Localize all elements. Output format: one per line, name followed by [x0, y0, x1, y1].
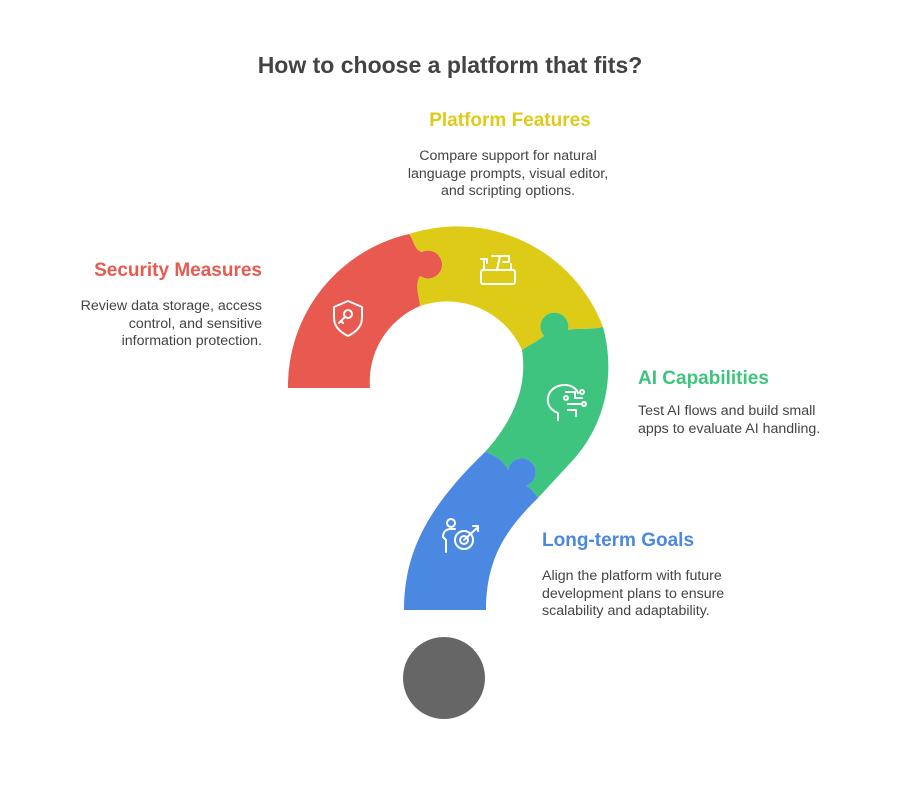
ai-heading: AI Capabilities — [638, 368, 769, 389]
security-heading: Security Measures — [94, 260, 262, 281]
security-piece — [287, 234, 443, 388]
person-target-icon — [442, 518, 479, 553]
features-desc-line: and scripting options. — [440, 183, 576, 199]
ai-head-icon — [546, 384, 587, 421]
goals-desc-line: Align the platform with future — [542, 568, 722, 584]
security-description: Review data storage, access control, and… — [20, 298, 262, 351]
ai-desc-line: Test AI flows and build small — [638, 403, 816, 419]
question-dot — [403, 637, 485, 719]
features-description: Compare support for natural language pro… — [358, 148, 658, 201]
goals-heading: Long-term Goals — [542, 530, 695, 551]
toolbox-icon — [480, 255, 516, 285]
features-desc-line: language prompts, visual editor, — [407, 165, 609, 182]
goals-piece — [404, 452, 538, 610]
features-piece — [409, 226, 603, 350]
goals-desc-line: development plans to ensure — [542, 585, 725, 602]
ai-piece — [485, 312, 609, 498]
shield-key-icon — [333, 300, 363, 337]
security-desc-line: Review data storage, access — [80, 298, 262, 314]
goals-description: Align the platform with future developme… — [542, 568, 802, 621]
goals-desc-line: scalability and adaptability. — [542, 603, 710, 619]
page-title: How to choose a platform that fits? — [257, 52, 643, 78]
security-desc-line: information protection. — [121, 333, 262, 349]
security-desc-line: control, and sensitive — [128, 315, 262, 332]
ai-desc-line: apps to evaluate AI handling. — [638, 420, 821, 437]
features-desc-line: Compare support for natural — [419, 148, 597, 164]
ai-description: Test AI flows and build small apps to ev… — [638, 403, 888, 438]
features-heading: Platform Features — [429, 110, 591, 131]
